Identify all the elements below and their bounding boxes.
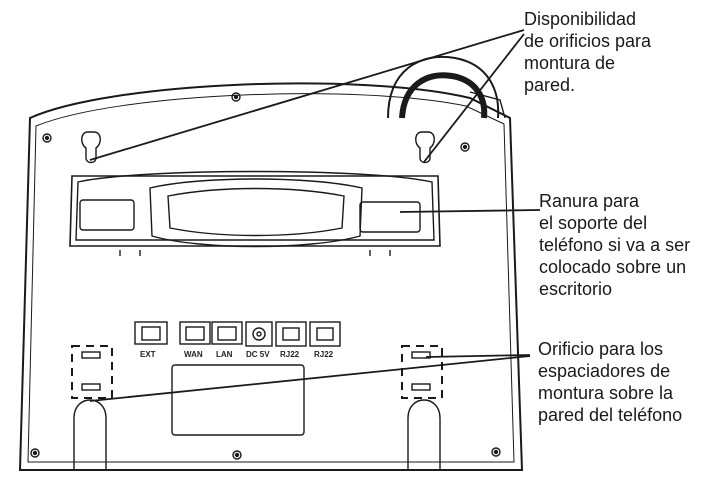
- foot-right: [407, 399, 441, 470]
- spacer-bracket-right: [401, 345, 443, 399]
- phone-body-outline: [18, 82, 524, 471]
- callout-spacer-line: montura sobre la: [538, 383, 674, 403]
- handset-hook: [387, 55, 506, 119]
- callout-wall-mount-line: montura de: [524, 53, 616, 73]
- port-ext: [134, 321, 168, 345]
- callout-desk-slot-line: colocado sobre un: [539, 257, 687, 277]
- callout-spacer: Orificio para los espaciadores de montur…: [538, 338, 682, 426]
- port-rj22-b: [309, 321, 341, 347]
- port-lan: [211, 321, 243, 345]
- callout-wall-mount: Disponibilidad de orificios para montura…: [524, 8, 651, 96]
- port-label-lan: LAN: [216, 350, 233, 359]
- port-label-rj22-a: RJ22: [280, 350, 300, 359]
- callout-spacer-line: pared del teléfono: [538, 405, 683, 425]
- phone-body-inner: [27, 93, 515, 463]
- callout-desk-slot-line: teléfono si va a ser: [539, 235, 691, 255]
- spacer-bracket-left: [71, 345, 113, 399]
- foot-left: [73, 399, 107, 470]
- desk-stand-slot: [69, 170, 441, 256]
- wall-mount-keyhole-left: [81, 131, 101, 164]
- port-rj22-a: [275, 321, 307, 347]
- callout-wall-mount-line: Disponibilidad: [524, 9, 637, 29]
- port-label-rj22-b: RJ22: [314, 350, 334, 359]
- port-wan: [179, 321, 211, 345]
- port-label-dc: DC 5V: [246, 350, 270, 359]
- leader-lines: [89, 29, 541, 402]
- callout-spacer-line: Orificio para los: [538, 339, 664, 359]
- spacer-bracket-right-tabs: [411, 351, 431, 391]
- label-plate: [171, 364, 305, 436]
- callout-spacer-line: espaciadores de: [538, 361, 671, 381]
- port-dc: [245, 321, 273, 347]
- callout-desk-slot-line: el soporte del: [539, 213, 648, 233]
- callout-wall-mount-line: de orificios para: [524, 31, 652, 51]
- port-label-wan: WAN: [184, 350, 203, 359]
- port-label-ext: EXT: [140, 350, 156, 359]
- callout-desk-slot-line: escritorio: [539, 279, 613, 299]
- callout-desk-slot-line: Ranura para: [539, 191, 640, 211]
- callout-wall-mount-line: pared.: [524, 75, 576, 95]
- wall-mount-keyhole-right: [415, 131, 435, 164]
- spacer-bracket-left-tabs: [81, 351, 101, 391]
- screw-holes: [30, 92, 501, 460]
- callout-desk-slot: Ranura para el soporte del teléfono si v…: [539, 190, 690, 300]
